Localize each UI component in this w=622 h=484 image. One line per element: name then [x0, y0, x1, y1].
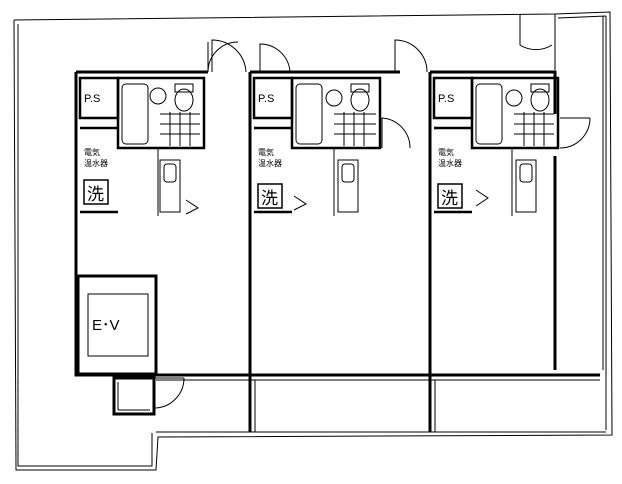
pipe-space-label: P.S — [258, 93, 274, 105]
washer-space — [257, 183, 283, 209]
bathtub — [295, 83, 323, 145]
bath-tile-grid — [514, 112, 554, 146]
landing — [112, 376, 185, 416]
elevator: E･V — [76, 274, 158, 376]
washer-space — [83, 179, 109, 205]
washer-label: 洗 — [441, 189, 458, 209]
bath-tile-grid — [334, 112, 376, 146]
heater-label-line2: 温水器 — [258, 158, 282, 168]
sink — [149, 87, 167, 105]
heater-label-line1: 電気 — [438, 147, 454, 157]
kitchen-counter — [515, 159, 537, 213]
heater-label-line2: 温水器 — [84, 158, 108, 168]
bathroom — [470, 76, 560, 150]
sink — [325, 89, 343, 107]
washer-label: 洗 — [261, 189, 278, 209]
bathroom — [290, 76, 382, 150]
heater-label-line1: 電気 — [84, 147, 100, 157]
pipe-space-label: P.S — [84, 93, 100, 105]
pipe-space-label: P.S — [438, 93, 454, 105]
bathtub — [475, 83, 503, 145]
building-walls — [74, 70, 606, 433]
unit-1: P.S 電気 温水器 洗 — [78, 76, 206, 216]
toilet — [174, 88, 194, 112]
elevator-label: E･V — [92, 317, 120, 334]
kitchen-counter — [337, 159, 359, 213]
entrance-doors — [207, 14, 553, 73]
toilet — [350, 88, 370, 112]
bath-tile-grid — [160, 112, 200, 146]
bathtub — [121, 83, 149, 145]
kitchen-counter — [159, 159, 181, 213]
washer-space — [437, 183, 463, 209]
heater-label-line1: 電気 — [258, 147, 274, 157]
unit-2: P.S 電気 温水器 洗 — [252, 76, 411, 216]
site-boundary — [13, 11, 613, 471]
toilet — [530, 88, 550, 112]
bathroom — [116, 76, 206, 150]
sink — [505, 89, 523, 107]
heater-label-line2: 温水器 — [438, 158, 462, 168]
washer-label: 洗 — [87, 185, 104, 205]
unit-3: P.S 電気 温水器 洗 — [432, 76, 591, 216]
